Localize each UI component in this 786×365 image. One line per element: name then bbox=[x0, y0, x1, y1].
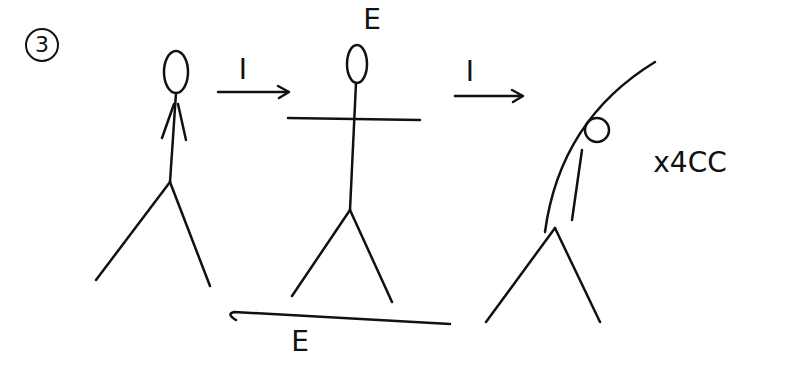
repetition-note: x4CC bbox=[653, 149, 727, 177]
circled-step-number: 3 bbox=[25, 28, 59, 62]
arrow-label: I bbox=[239, 56, 247, 84]
step-number: 3 bbox=[35, 34, 49, 56]
position-label: E bbox=[291, 328, 309, 356]
arrow-label: I bbox=[466, 58, 474, 86]
position-label: E bbox=[363, 6, 381, 34]
